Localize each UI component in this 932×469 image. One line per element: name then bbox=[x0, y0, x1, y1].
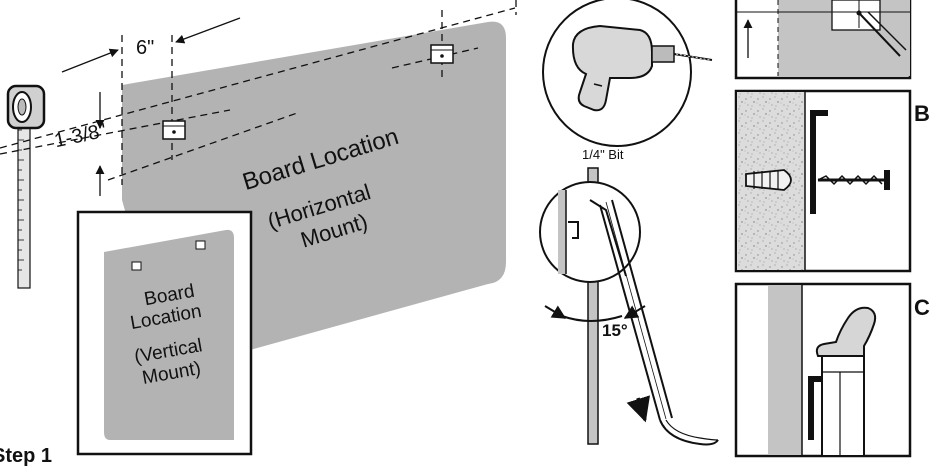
panel-c-label: C bbox=[914, 295, 930, 320]
bracket-icon bbox=[430, 44, 454, 64]
panel-b-label: B bbox=[914, 101, 930, 126]
bracket-spacing-label: 6" bbox=[136, 37, 155, 59]
panel-b bbox=[734, 89, 912, 273]
tape-measure-icon bbox=[6, 84, 46, 289]
layout-guides bbox=[0, 0, 517, 185]
bracket-icon bbox=[162, 120, 186, 140]
vertical-mount-inset bbox=[76, 210, 253, 456]
tilt-angle-label: 15° bbox=[602, 321, 628, 340]
spacing-dimension-arrows bbox=[61, 17, 241, 73]
panel-a bbox=[734, 0, 912, 80]
drill-bit-label: 1/4" Bit bbox=[582, 147, 624, 162]
step-label: Step 1 bbox=[0, 445, 53, 467]
panel-c bbox=[734, 282, 912, 458]
tilt-illustration bbox=[539, 167, 719, 446]
drill-icon bbox=[542, 0, 713, 147]
